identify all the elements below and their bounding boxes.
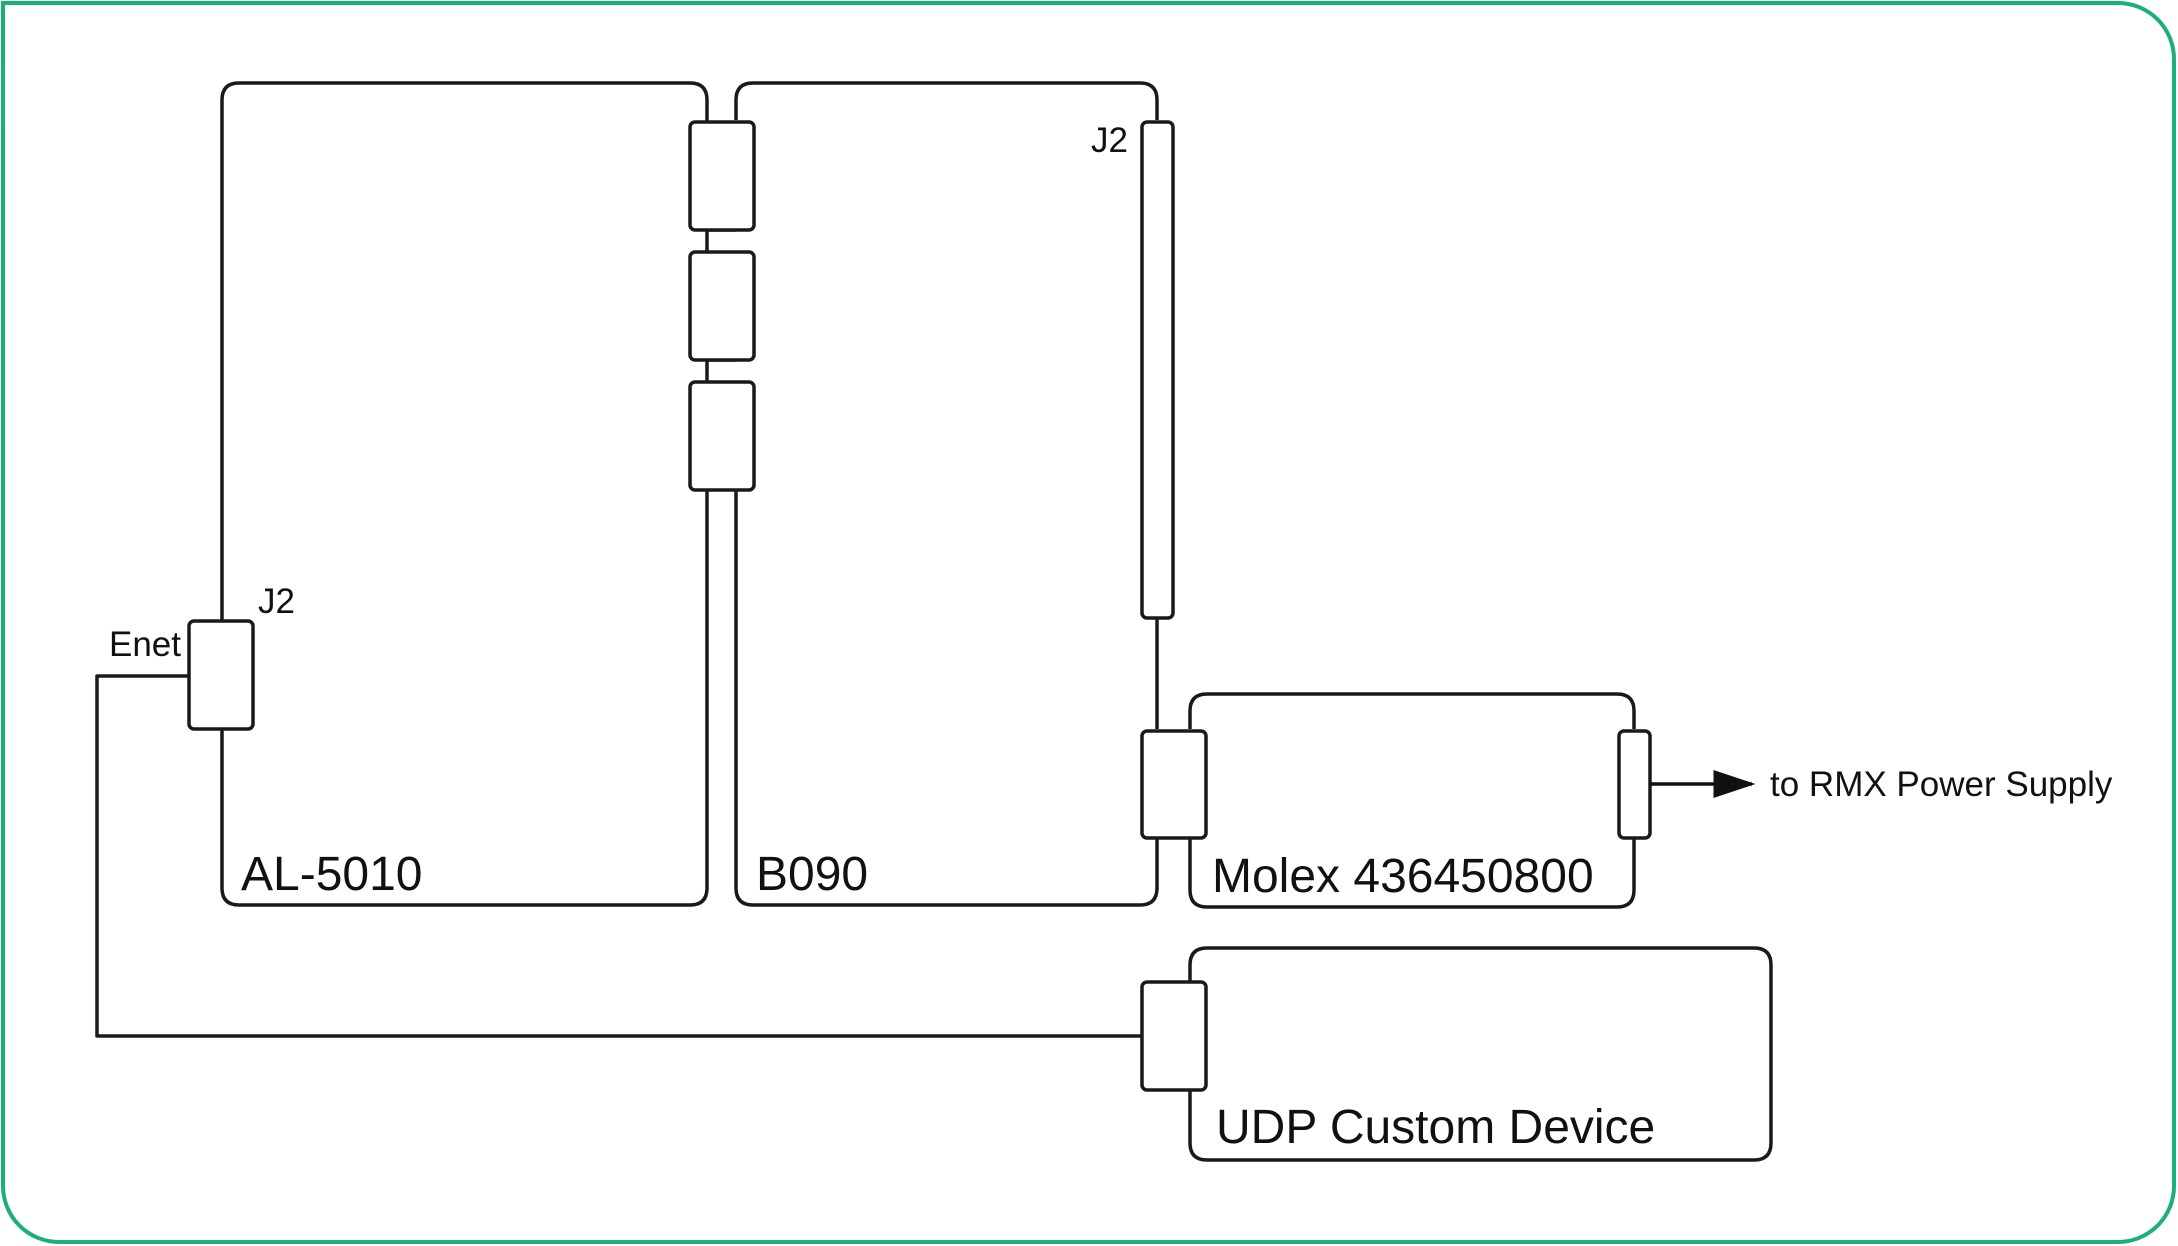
device-udp: UDP Custom Device — [1188, 946, 1773, 1162]
al5010-enet-connector — [187, 619, 255, 731]
interboard-connector-stack — [688, 120, 756, 492]
b090-label: B090 — [756, 848, 868, 901]
device-molex: Molex 436450800 — [1188, 692, 1636, 909]
power-supply-label: to RMX Power Supply — [1770, 765, 2113, 804]
interboard-connector-bottom — [688, 380, 756, 492]
ethernet-cable — [95, 674, 1142, 1038]
interboard-connector-middle — [688, 250, 756, 362]
al5010-enet-label: Enet — [109, 625, 181, 664]
b090-j2-header — [1140, 120, 1175, 620]
udp-ethernet-connector — [1140, 980, 1208, 1092]
al5010-label: AL-5010 — [241, 848, 422, 901]
molex-input-connector — [1140, 729, 1208, 840]
udp-label: UDP Custom Device — [1216, 1101, 1655, 1154]
device-b090: B090 — [734, 81, 1159, 907]
interboard-connector-top — [688, 120, 756, 232]
al5010-j2-label: J2 — [258, 582, 295, 621]
device-al5010: AL-5010 — [220, 81, 709, 907]
molex-output-connector — [1617, 729, 1652, 840]
molex-label: Molex 436450800 — [1212, 850, 1594, 903]
b090-j2-label: J2 — [1091, 121, 1128, 160]
